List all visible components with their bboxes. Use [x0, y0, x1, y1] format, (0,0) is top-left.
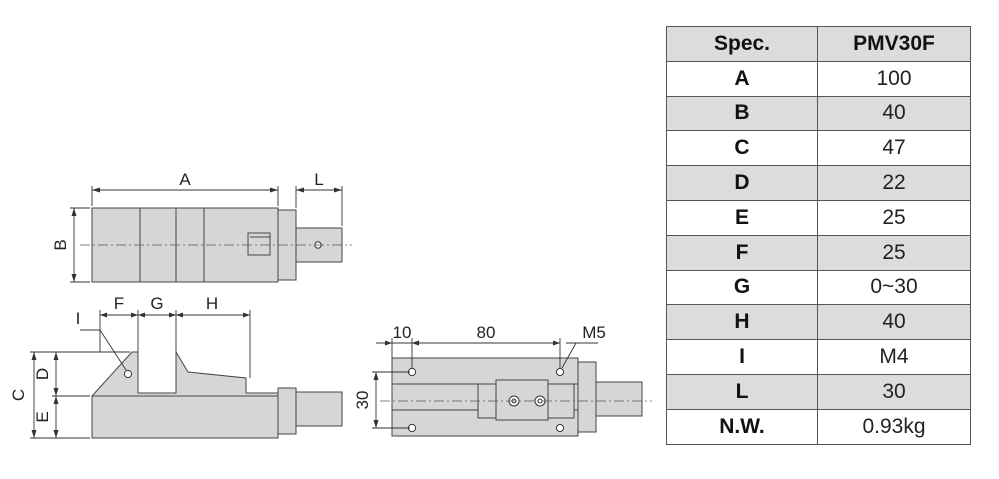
row-spec: D — [666, 165, 818, 201]
spec-table-header: Spec. PMV30F — [666, 26, 971, 62]
side-label-c: C — [9, 389, 28, 401]
side-label-h: H — [206, 294, 218, 313]
row-value: 25 — [817, 234, 971, 271]
side-view: F G H I C D E — [9, 294, 343, 439]
side-label-i: I — [76, 309, 81, 328]
row-spec: I — [666, 339, 818, 375]
row-spec: F — [666, 234, 818, 271]
row-value: 25 — [817, 199, 971, 236]
table-row: E 25 — [666, 199, 971, 236]
row-value: 40 — [817, 304, 971, 341]
row-spec: L — [666, 373, 818, 410]
top-label-b: B — [51, 239, 70, 250]
row-value: 0.93kg — [817, 408, 971, 445]
row-spec: N.W. — [666, 408, 818, 445]
row-spec: A — [666, 60, 818, 97]
side-label-g: G — [150, 294, 163, 313]
header-model: PMV30F — [817, 26, 971, 62]
top-label-a: A — [179, 170, 191, 189]
table-row: N.W. 0.93kg — [666, 408, 971, 445]
row-value: 40 — [817, 95, 971, 132]
row-spec: G — [666, 269, 818, 306]
base-view: 10 80 M5 30 — [353, 323, 652, 437]
base-label-30: 30 — [353, 391, 372, 410]
base-label-m5: M5 — [582, 323, 606, 342]
table-row: B 40 — [666, 95, 971, 132]
row-value: 47 — [817, 130, 971, 167]
row-spec: H — [666, 304, 818, 341]
table-row: I M4 — [666, 339, 971, 375]
top-view: A L B — [51, 170, 352, 283]
base-label-80: 80 — [477, 323, 496, 342]
spec-table: Spec. PMV30F A 100 B 40 C 47 D 22 E 25 F… — [666, 26, 971, 445]
row-value: 22 — [817, 165, 971, 201]
side-label-e: E — [33, 411, 52, 422]
row-value: 30 — [817, 373, 971, 410]
row-spec: E — [666, 199, 818, 236]
table-row: D 22 — [666, 165, 971, 201]
top-label-l: L — [314, 170, 323, 189]
table-row: G 0~30 — [666, 269, 971, 306]
table-row: F 25 — [666, 234, 971, 271]
side-label-d: D — [33, 368, 52, 380]
row-value: M4 — [817, 339, 971, 375]
technical-drawings: A L B F G H — [9, 170, 652, 439]
table-row: C 47 — [666, 130, 971, 167]
row-spec: C — [666, 130, 818, 167]
row-value: 0~30 — [817, 269, 971, 306]
table-row: A 100 — [666, 60, 971, 97]
side-label-f: F — [114, 294, 124, 313]
table-row: H 40 — [666, 304, 971, 341]
row-spec: B — [666, 95, 818, 132]
row-value: 100 — [817, 60, 971, 97]
header-spec: Spec. — [666, 26, 818, 62]
base-label-10: 10 — [393, 323, 412, 342]
table-row: L 30 — [666, 373, 971, 410]
